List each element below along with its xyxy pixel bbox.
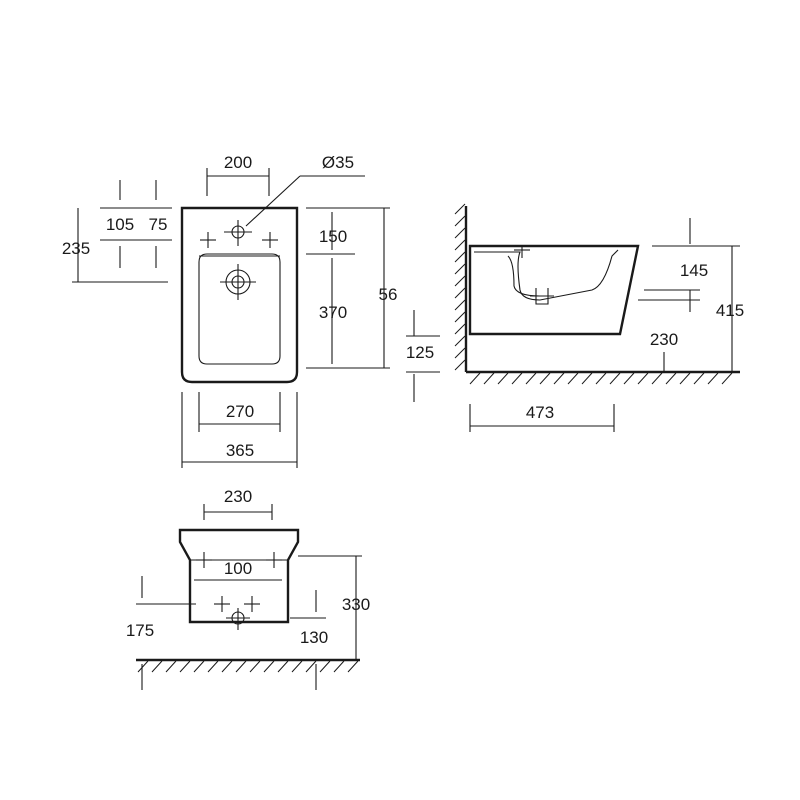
dim-label-100: 100 [224, 559, 252, 578]
dim-label-415: 415 [716, 301, 744, 320]
dim-label-200: 200 [224, 153, 252, 172]
dim-label-270: 270 [226, 402, 254, 421]
dim-label-370: 370 [319, 303, 347, 322]
side-view: 145 415 230 473 [454, 203, 744, 432]
floor-hatching [466, 370, 740, 385]
dim-label-125: 125 [406, 343, 434, 362]
fixing-cross-icon [196, 552, 282, 612]
wall-hatching [454, 203, 468, 372]
dim-label-473: 473 [526, 403, 554, 422]
dim-label-230-side: 230 [650, 330, 678, 349]
dim-label-105: 105 [106, 215, 134, 234]
dim-label-56: 56 [379, 285, 398, 304]
dim-label-330: 330 [342, 595, 370, 614]
dim-label-365: 365 [226, 441, 254, 460]
dim-label-diameter-35: Ø35 [322, 153, 354, 172]
dim-label-75: 75 [149, 215, 168, 234]
fixing-cross-icon [200, 232, 278, 248]
floor-hatching [136, 658, 360, 673]
dim-label-145: 145 [680, 261, 708, 280]
dim-label-235: 235 [62, 239, 90, 258]
dim-label-150: 150 [319, 227, 347, 246]
front-view-outline [178, 528, 300, 624]
top-view-outline [180, 206, 299, 384]
dim-label-230-front: 230 [224, 487, 252, 506]
side-view-outline [468, 244, 640, 336]
dim-label-175: 175 [126, 621, 154, 640]
front-view: 230 100 330 175 130 [126, 487, 370, 690]
top-view: 200 Ø35 105 75 235 150 370 56 125 [62, 153, 440, 468]
top-view-inner-bowl [198, 253, 281, 365]
dim-label-130: 130 [300, 628, 328, 647]
